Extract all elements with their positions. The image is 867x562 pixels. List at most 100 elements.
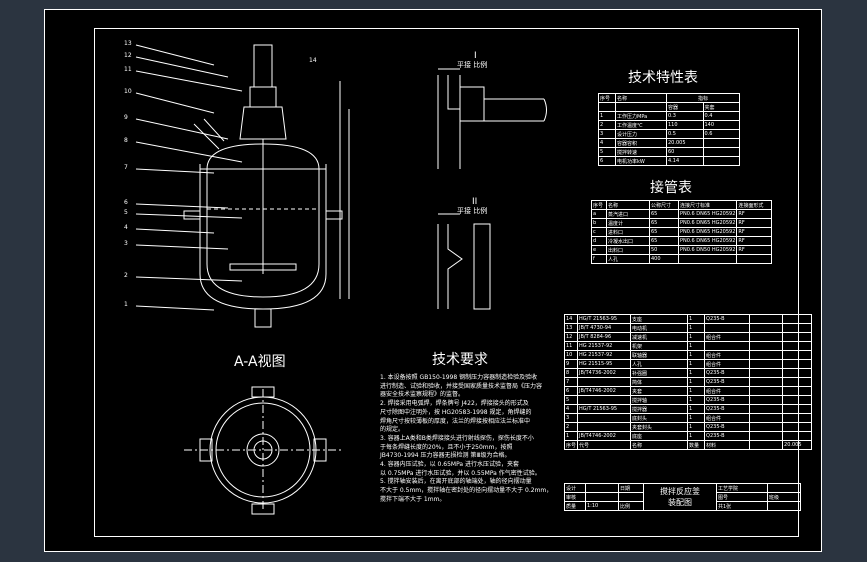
table-cell: 搅拌轴: [630, 395, 689, 405]
table-cell: 质量: [564, 501, 586, 511]
table-cell: [782, 413, 813, 423]
table-cell: [703, 139, 739, 147]
table-cell: [749, 323, 784, 333]
table-cell: RF: [736, 236, 773, 246]
table-cell: [677, 254, 738, 264]
table-cell: RF: [736, 218, 773, 228]
requirement-line: 尺寸除图中注明外，按 HG20583-1998 规定，角焊缝的: [380, 408, 532, 416]
tech-char-title: 技术特性表: [628, 70, 698, 86]
table-cell: [618, 492, 644, 502]
table-cell: [704, 341, 751, 351]
table-cell: 联轴器: [630, 350, 689, 360]
table-cell: RF: [736, 227, 773, 237]
table-cell: 连接面形式: [736, 200, 773, 210]
callout-2: 2: [124, 272, 128, 279]
table-cell: [585, 483, 619, 493]
table-cell: 1: [687, 332, 706, 342]
table-cell: [736, 254, 773, 264]
table-cell: d: [591, 236, 607, 246]
table-cell: 4: [598, 138, 616, 148]
table-cell: 1: [563, 431, 579, 441]
table-cell: [782, 431, 813, 441]
table-cell: [749, 422, 784, 432]
leader-7: [135, 168, 215, 174]
callout-5: 5: [124, 209, 128, 216]
table-cell: [782, 377, 813, 387]
table-cell: [615, 102, 667, 112]
table-cell: 1: [687, 386, 706, 396]
table-cell: 60: [667, 148, 704, 156]
requirement-line: 5. 搅拌轴安装后，在离开底部的轴端处，轴的径向摆动量: [380, 478, 532, 486]
table-cell: [749, 341, 784, 351]
table-cell: 110: [667, 121, 704, 129]
table-cell: [577, 422, 632, 432]
table-cell: 容器: [667, 103, 704, 111]
table-cell: PN0.6 DN65 HG20592: [677, 209, 738, 219]
table-cell: 夹套: [704, 104, 715, 111]
table-cell: 出料口: [606, 245, 650, 255]
table-cell: [577, 413, 632, 423]
table-cell: 底封头: [630, 413, 689, 423]
table-cell: 夹套: [630, 386, 689, 396]
table-cell: HG 21537-92: [577, 350, 632, 360]
table-cell: 进料口: [606, 227, 650, 237]
lug-support-left: [183, 210, 201, 220]
table-cell: 5: [563, 395, 579, 405]
table-cell: 共1张: [716, 501, 768, 511]
table-cell: b: [591, 218, 607, 228]
requirement-line: 不大于 0.5mm，搅拌轴在密封处的径向摆动量不大于 0.2mm，: [380, 487, 553, 495]
table-row: 序号名称公称尺寸连接尺寸标准连接面形式: [591, 200, 773, 210]
leader-12: [135, 56, 229, 78]
table-cell: 组合件: [704, 350, 751, 360]
table-cell: 公称尺寸: [649, 200, 679, 210]
table-cell: [585, 492, 619, 502]
table-cell: 65: [649, 227, 679, 237]
leader-4: [135, 228, 215, 234]
table-cell: [749, 332, 784, 342]
table-cell: [749, 350, 784, 360]
section-II-caption: 平接 比例: [457, 207, 488, 215]
table-cell: PN0.6 DN65 HG20592: [677, 236, 738, 246]
table-cell: 指标: [666, 93, 740, 103]
table-cell: [782, 395, 813, 405]
table-cell: 组合件: [704, 386, 751, 396]
table-cell: [704, 323, 751, 333]
table-cell: 电动机: [630, 323, 689, 333]
requirement-line: JB4730-1994 压力容器无损检测 第Ⅲ级为合格。: [380, 452, 511, 460]
table-cell: 12: [563, 332, 579, 342]
table-cell: JB/T4746-2002: [577, 431, 632, 441]
table-cell: 2: [598, 120, 616, 130]
manhole: [193, 118, 225, 150]
table-cell: 名称: [630, 440, 689, 450]
table-cell: 数量: [687, 440, 706, 450]
section-II-detail: [437, 213, 491, 310]
table-cell: [782, 323, 813, 333]
callout-8: 8: [124, 137, 128, 144]
table-cell: 工作压力MPa: [615, 111, 667, 121]
callout-7: 7: [124, 164, 128, 171]
table-cell: 1: [687, 413, 706, 423]
table-cell: 序号: [563, 440, 579, 450]
table-cell: 班级: [767, 492, 801, 502]
table-cell: 1: [687, 404, 706, 414]
table-cell: 机架: [630, 341, 689, 351]
table-cell: 1: [687, 314, 706, 324]
table-cell: 1: [687, 431, 706, 441]
table-cell: 名称: [606, 200, 650, 210]
table-cell: 9: [563, 359, 579, 369]
table-cell: 补强圈: [630, 368, 689, 378]
table-cell: [703, 157, 739, 165]
